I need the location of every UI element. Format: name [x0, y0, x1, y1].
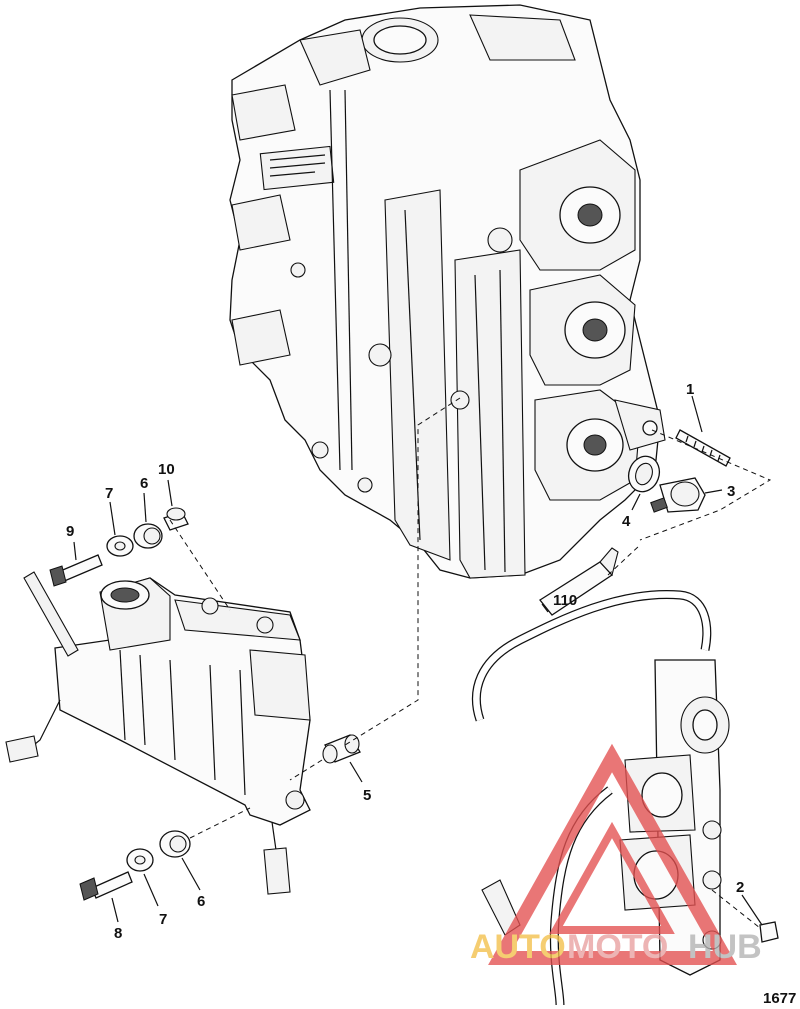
part-4-o-ring: [627, 455, 661, 511]
ignition-module: [5, 571, 311, 895]
callout-7-top: 7: [105, 485, 113, 502]
part-3-sensor: [650, 477, 723, 513]
callout-2: 2: [736, 879, 744, 896]
callout-110: 110: [553, 592, 577, 609]
watermark: AUTO MOTO HUB: [470, 743, 762, 966]
callout-6-top: 6: [140, 475, 148, 492]
callout-9: 9: [66, 523, 74, 540]
figure-number: 1677: [763, 990, 796, 1007]
watermark-hub-text: HUB: [688, 928, 762, 966]
part-110-sealant-tube: [539, 547, 619, 616]
callout-4: 4: [622, 513, 631, 530]
callout-1: 1: [686, 381, 694, 398]
callout-10: 10: [158, 461, 175, 478]
hardware-top-left: [49, 479, 189, 587]
callout-labels: 1 2 3 4 5 6 6 7 7 8 9 10 110 1677: [66, 381, 796, 1007]
watermark-auto-text: AUTO: [470, 928, 566, 966]
callout-8: 8: [114, 925, 122, 942]
callout-3: 3: [727, 483, 735, 500]
part-5-spacer: [322, 734, 363, 783]
assembly-lines: [169, 397, 772, 929]
callout-6-bottom: 6: [197, 893, 205, 910]
hardware-bottom-left: [79, 830, 201, 923]
engine-block: [229, 4, 666, 579]
callout-5: 5: [363, 787, 371, 804]
callout-7-bottom: 7: [159, 911, 167, 928]
watermark-moto-text: MOTO: [567, 928, 668, 966]
part-1-stud: [675, 395, 731, 467]
